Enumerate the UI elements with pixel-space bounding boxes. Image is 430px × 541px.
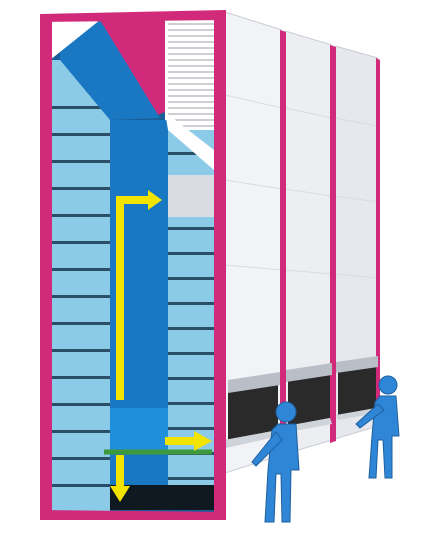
- storage-tray: [52, 217, 110, 241]
- tray-edge: [52, 430, 110, 433]
- right-tray-stack: [165, 112, 216, 505]
- tray-edge: [52, 403, 110, 406]
- tray-edge: [52, 322, 110, 325]
- storage-tray: [52, 136, 110, 160]
- tray-edge: [52, 376, 110, 379]
- selected-tray: [168, 175, 216, 217]
- storage-tray: [168, 255, 216, 277]
- storage-tray: [52, 163, 110, 187]
- storage-tray: [52, 379, 110, 403]
- lift-platform: [110, 408, 168, 452]
- tray-edge: [168, 277, 216, 280]
- tray-edge: [52, 268, 110, 271]
- tray-edge: [52, 484, 110, 487]
- storage-tray: [52, 271, 110, 295]
- tray-edge: [52, 187, 110, 190]
- storage-tray: [52, 460, 110, 484]
- tray-edge: [168, 302, 216, 305]
- storage-tray: [168, 405, 216, 427]
- storage-tray: [52, 325, 110, 349]
- storage-tray: [168, 280, 216, 302]
- tray-edge: [168, 402, 216, 405]
- frame-top: [40, 10, 226, 22]
- frame-left: [40, 16, 52, 518]
- storage-tray: [52, 190, 110, 214]
- storage-tray: [168, 305, 216, 327]
- tray-edge: [52, 214, 110, 217]
- storage-tray: [52, 352, 110, 376]
- right-columns: [224, 12, 380, 473]
- storage-tray: [168, 380, 216, 402]
- tray-edge: [52, 457, 110, 460]
- tray-edge: [168, 327, 216, 330]
- storage-tray: [52, 406, 110, 430]
- tray-edge: [52, 349, 110, 352]
- storage-tray: [52, 109, 110, 133]
- frame-post: [330, 45, 336, 443]
- storage-tray: [168, 230, 216, 252]
- frame-post: [376, 58, 380, 428]
- storage-tray: [52, 298, 110, 322]
- tray-edge: [168, 227, 216, 230]
- tray-edge: [52, 241, 110, 244]
- storage-tray: [168, 455, 216, 477]
- frame-post: [280, 30, 286, 458]
- tray-edge: [168, 252, 216, 255]
- tray-edge: [168, 477, 216, 480]
- storage-tray: [52, 433, 110, 457]
- storage-tray: [168, 330, 216, 352]
- storage-tray: [168, 355, 216, 377]
- tray-edge: [168, 377, 216, 380]
- tray-edge: [52, 295, 110, 298]
- frame-right: [214, 12, 226, 520]
- tray-edge: [52, 160, 110, 163]
- storage-tray: [52, 244, 110, 268]
- tray-edge: [168, 427, 216, 430]
- tray-edge: [52, 133, 110, 136]
- storage-tray: [52, 487, 110, 511]
- tray-edge: [168, 352, 216, 355]
